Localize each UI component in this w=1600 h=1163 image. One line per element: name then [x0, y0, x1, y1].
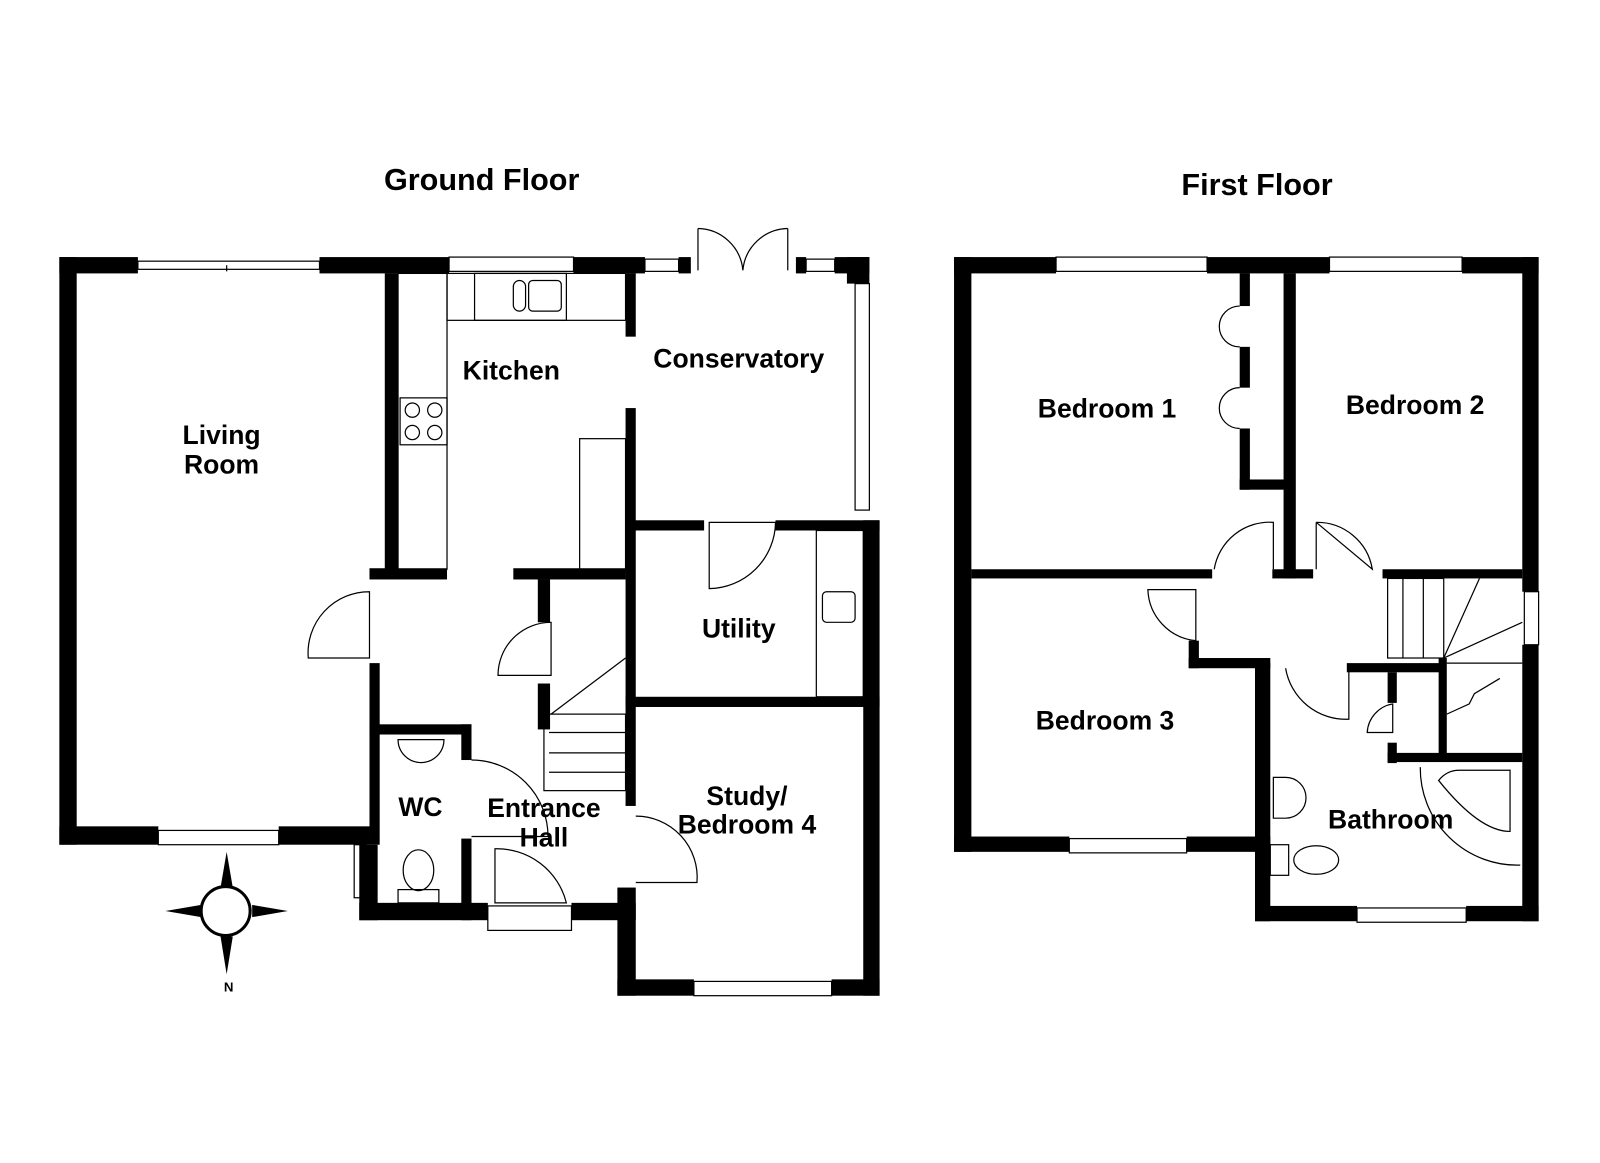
- room-label-bathroom: Bathroom: [1328, 804, 1453, 834]
- wc-basin: [397, 739, 445, 764]
- room-label-kitchen: Kitchen: [463, 356, 560, 386]
- room-label-hall: Hall: [520, 823, 569, 853]
- front-door[interactable]: [494, 848, 568, 904]
- conservatory-side-window: [854, 282, 870, 511]
- bedroom1-door[interactable]: [1213, 521, 1274, 570]
- bathroom-window: [1356, 907, 1467, 923]
- room-label-bedroom1: Bedroom 1: [1038, 393, 1177, 423]
- kitchen-sink: [473, 272, 567, 321]
- bedroom3-window: [1068, 837, 1188, 854]
- bedroom3-door[interactable]: [1147, 589, 1197, 642]
- compass-icon: N: [165, 851, 288, 995]
- conservatory-window: [805, 258, 836, 272]
- toilet: [402, 849, 435, 892]
- room-label-conservatory: Conservatory: [653, 343, 824, 373]
- bedroom2-door[interactable]: [1315, 521, 1374, 571]
- kitchen-window: [448, 256, 575, 272]
- ground-floor-title: Ground Floor: [384, 163, 580, 197]
- utility-door[interactable]: [708, 521, 777, 590]
- bedroom2-window: [1328, 256, 1463, 272]
- room-label-hall: Entrance: [487, 793, 600, 823]
- room-label-living: Room: [184, 449, 259, 479]
- room-label-bedroom3: Bedroom 3: [1036, 705, 1175, 735]
- living-room-window: [157, 829, 280, 846]
- staircase: [1387, 577, 1523, 715]
- utility-sink: [815, 529, 864, 698]
- study-door[interactable]: [635, 815, 698, 884]
- staircase: [543, 657, 627, 792]
- conservatory-window: [644, 258, 680, 272]
- conservatory-french-doors[interactable]: [697, 227, 788, 271]
- first-floor-title: First Floor: [1181, 168, 1332, 202]
- bedroom1-window: [1055, 256, 1208, 272]
- ground-floor-plan: Living Room Kitchen Conservatory Utility…: [59, 227, 880, 997]
- room-label-bedroom2: Bedroom 2: [1346, 390, 1485, 420]
- front-door-step: [487, 905, 573, 932]
- room-label-living: Living: [183, 420, 261, 450]
- bathroom-door[interactable]: [1284, 668, 1350, 720]
- landing-window: [1523, 591, 1540, 646]
- hob-icon: [399, 397, 448, 446]
- first-floor-plan: Bedroom 1 Bedroom 2 Bedroom 3 Bathroom: [954, 256, 1540, 923]
- shower-tray: [1437, 769, 1511, 833]
- room-label-study: Study/: [706, 781, 788, 811]
- sliding-door-window: [137, 260, 321, 270]
- wardrobe-doors[interactable]: [1218, 305, 1240, 430]
- cupboard-door[interactable]: [497, 621, 552, 676]
- compass-north-label: N: [224, 980, 234, 995]
- room-label-utility: Utility: [702, 614, 776, 644]
- room-label-wc: WC: [398, 792, 442, 822]
- study-window: [693, 980, 833, 997]
- living-room-door[interactable]: [307, 591, 371, 659]
- shower-door: [1419, 767, 1521, 866]
- wc-door[interactable]: [471, 759, 549, 838]
- toilet: [1293, 845, 1340, 875]
- room-label-study: Bedroom 4: [678, 809, 817, 839]
- bathroom-basin: [1272, 776, 1307, 819]
- cupboard-door[interactable]: [1366, 703, 1394, 734]
